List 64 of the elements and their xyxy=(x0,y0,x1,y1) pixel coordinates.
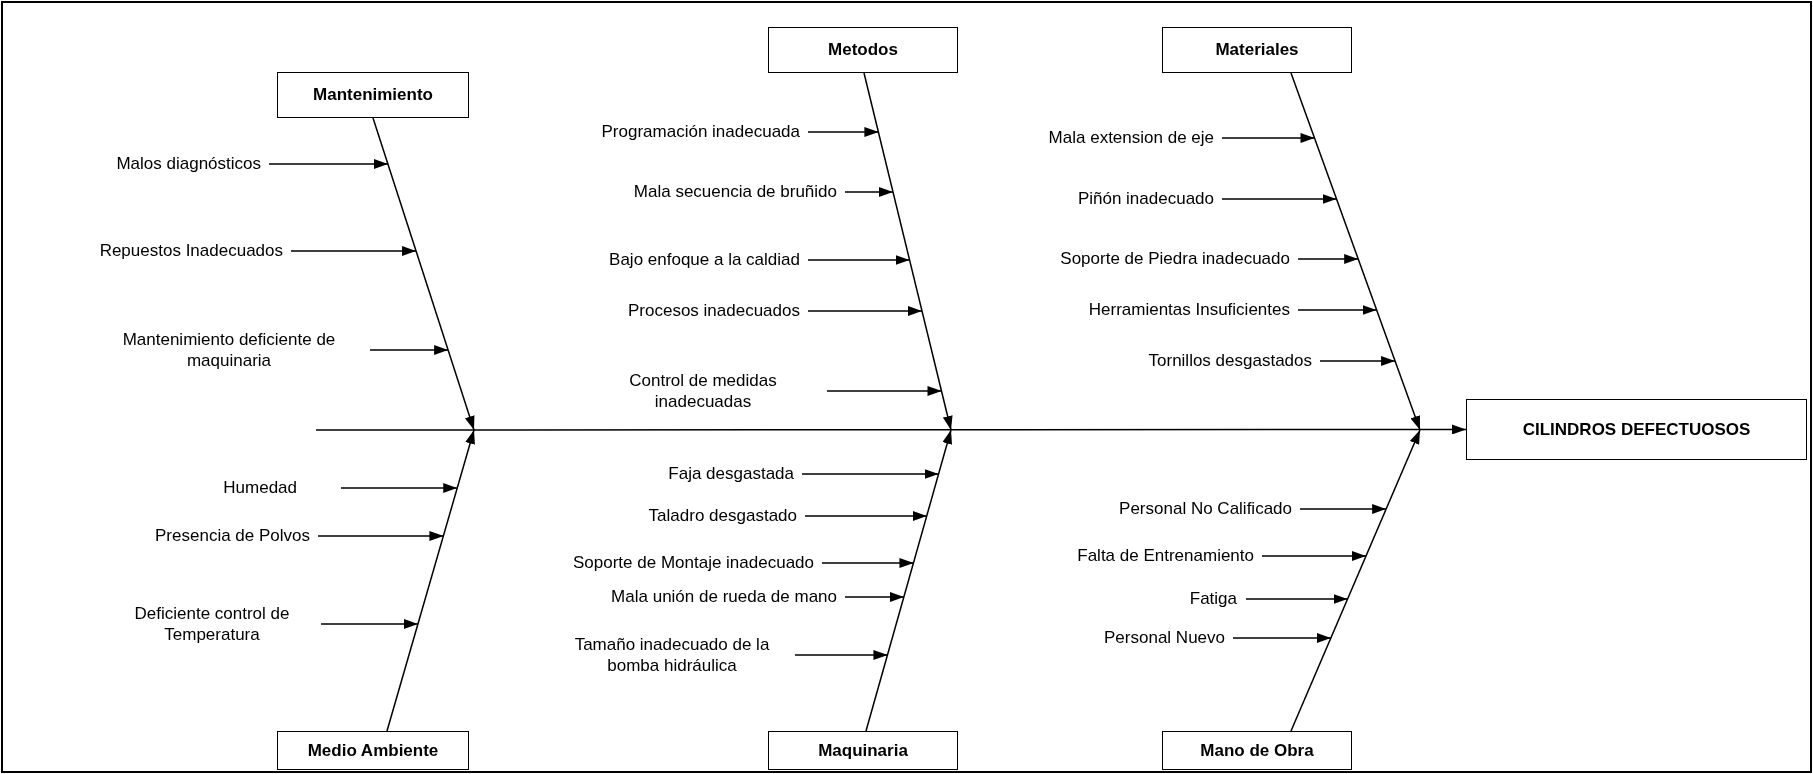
arrow xyxy=(1297,254,1359,264)
arrow xyxy=(268,159,389,169)
arrow xyxy=(807,255,911,265)
cause-label: Mala extension de eje xyxy=(1048,127,1222,149)
cause-label: Personal Nuevo xyxy=(1104,627,1233,649)
cause-label: Taladro desgastado xyxy=(648,505,805,527)
cause-label: Mala secuencia de bruñido xyxy=(633,181,845,203)
arrow xyxy=(1232,633,1332,643)
branch-arrow xyxy=(863,72,953,431)
cause-label: Deficiente control de Temperatura xyxy=(132,602,321,646)
cause-label: Personal No Calificado xyxy=(1119,498,1300,520)
arrow xyxy=(1261,551,1367,561)
cause-label: Faja desgastada xyxy=(668,463,802,485)
cause-label: Humedad xyxy=(223,477,341,499)
branch-arrow xyxy=(865,429,952,732)
arrow xyxy=(826,386,943,396)
arrow xyxy=(1299,504,1387,514)
category-box: Metodos xyxy=(768,27,958,73)
cause-label: Mala unión de rueda de mano xyxy=(611,586,845,608)
cause-label: Control de medidas inadecuadas xyxy=(618,369,827,413)
category-box: Mano de Obra xyxy=(1162,731,1352,770)
arrow xyxy=(1221,133,1316,143)
arrow xyxy=(290,246,417,256)
arrow xyxy=(1297,305,1378,315)
category-box: Materiales xyxy=(1162,27,1352,73)
arrow xyxy=(317,531,445,541)
cause-label: Repuestos Inadecuados xyxy=(99,240,291,262)
branch-arrow xyxy=(372,117,475,431)
arrow xyxy=(1221,194,1338,204)
cause-label: Bajo enfoque a la caldiad xyxy=(609,249,808,271)
cause-label: Soporte de Piedra inadecuado xyxy=(1060,248,1298,270)
arrow xyxy=(320,619,419,629)
arrow xyxy=(807,127,880,137)
cause-label: Malos diagnósticos xyxy=(116,153,269,175)
branch-arrow xyxy=(1290,72,1421,431)
spine-arrow xyxy=(315,424,1467,435)
arrow xyxy=(369,345,449,355)
cause-label: Piñón inadecuado xyxy=(1077,188,1222,210)
effect-box: CILINDROS DEFECTUOSOS xyxy=(1466,399,1807,460)
cause-label: Procesos inadecuados xyxy=(628,300,808,322)
category-box: Mantenimiento xyxy=(277,72,469,118)
arrow xyxy=(1245,594,1349,604)
arrow xyxy=(804,511,928,521)
cause-label: Presencia de Polvos xyxy=(155,525,318,547)
branch-arrow xyxy=(1290,429,1421,732)
arrow xyxy=(844,592,905,602)
arrow xyxy=(340,483,458,493)
branch-arrow xyxy=(386,429,475,732)
category-box: Maquinaria xyxy=(768,731,958,770)
arrow xyxy=(844,187,894,197)
arrow xyxy=(807,306,923,316)
arrow xyxy=(801,469,940,479)
cause-label: Fatiga xyxy=(1189,588,1246,610)
arrow xyxy=(1319,356,1396,366)
cause-label: Herramientas Insuficientes xyxy=(1088,299,1298,321)
cause-label: Falta de Entrenamiento xyxy=(1077,545,1262,567)
cause-label: Tornillos desgastados xyxy=(1148,350,1320,372)
cause-label: Programación inadecuada xyxy=(601,121,808,143)
cause-label: Tamaño inadecuado de la bomba hidráulica xyxy=(567,633,795,677)
arrow xyxy=(821,558,915,568)
arrow xyxy=(794,650,889,660)
category-box: Medio Ambiente xyxy=(277,731,469,770)
cause-label: Soporte de Montaje inadecuado xyxy=(573,552,822,574)
cause-label: Mantenimiento deficiente de maquinaria xyxy=(104,328,370,372)
